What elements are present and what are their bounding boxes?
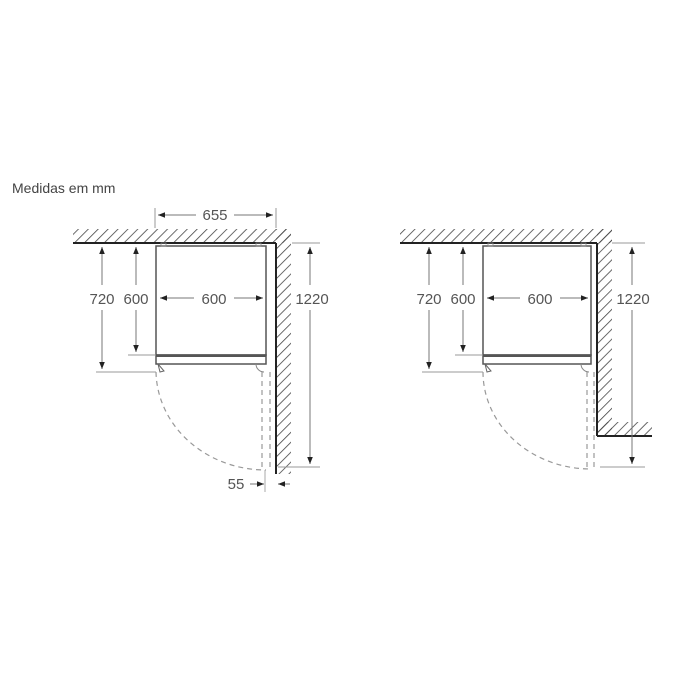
appliance-body [482,242,592,373]
dim-depth-body: 600 [123,247,156,356]
door-swing-arc [155,371,271,471]
label-1220: 1220 [295,291,328,308]
dim-total-width: 655 [154,207,277,228]
diagram-right: 720 600 600 1220 [400,229,652,470]
wall-hatching [400,229,652,437]
label-1220: 1220 [616,291,649,308]
units-caption: Medidas em mm [12,180,116,196]
diagram-left: 655 720 600 600 1220 [73,207,329,493]
dim-depth-open: 720 [89,247,156,373]
label-600-depth: 600 [450,291,475,308]
dim-total-depth: 1220 [600,242,650,468]
dim-depth-open: 720 [416,247,483,373]
label-655: 655 [202,207,227,224]
label-600-width: 600 [201,291,226,308]
appliance-body [155,242,267,373]
dim-side-clearance: 55 [228,470,290,493]
dim-depth-body: 600 [450,247,483,356]
dim-width: 600 [487,291,588,308]
label-600-width: 600 [527,291,552,308]
label-600-depth: 600 [123,291,148,308]
label-720: 720 [416,291,441,308]
label-720: 720 [89,291,114,308]
dim-total-depth: 1220 [278,242,329,468]
wall-hatching [73,229,291,474]
dim-width: 600 [160,291,263,308]
label-55: 55 [228,476,245,493]
door-swing-arc [482,371,595,470]
